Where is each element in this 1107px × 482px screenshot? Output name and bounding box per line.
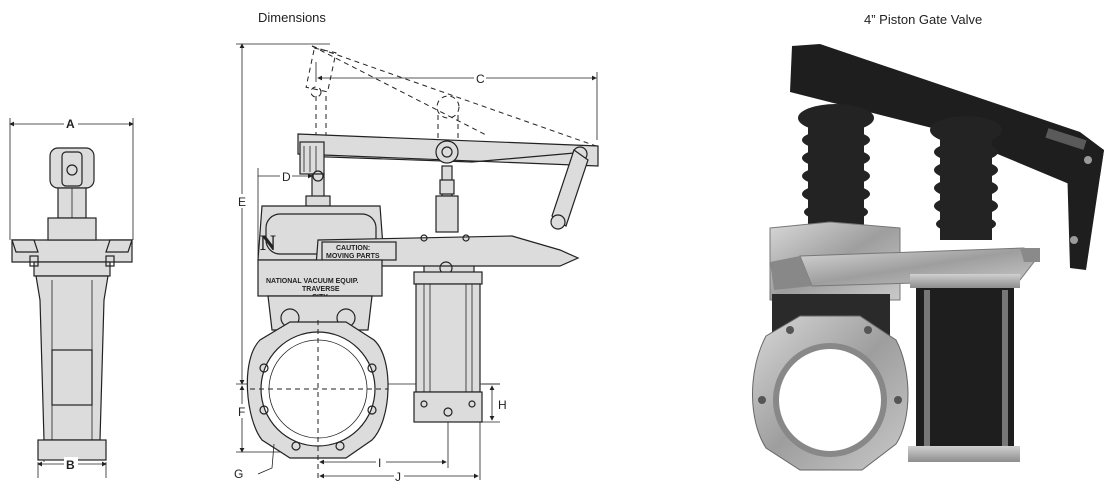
valve-logo: N: [260, 230, 276, 255]
dim-label-g: G: [234, 467, 243, 481]
dim-label-f: F: [238, 405, 245, 419]
dim-label-a: A: [66, 117, 75, 131]
maker-line-1: NATIONAL VACUUM EQUIP.: [266, 278, 358, 285]
dimensions-caption: Dimensions: [258, 10, 326, 25]
dim-label-e: E: [238, 195, 246, 209]
dim-label-i: I: [378, 456, 381, 470]
dim-label-h: H: [498, 398, 507, 412]
caution-line-2: MOVING PARTS: [326, 253, 380, 260]
dim-label-b: B: [66, 458, 75, 472]
dim-label-d: D: [282, 170, 291, 184]
photo-caption: 4” Piston Gate Valve: [864, 12, 983, 27]
side-view-drawing: A B: [9, 116, 134, 478]
dim-label-c: C: [476, 72, 485, 86]
front-view-drawing: E F C: [234, 43, 599, 482]
maker-line-2: TRAVERSE: [302, 286, 340, 293]
dim-label-j: J: [395, 470, 401, 482]
valve-photo: [752, 44, 1104, 471]
caution-line-1: CAUTION:: [336, 245, 370, 252]
